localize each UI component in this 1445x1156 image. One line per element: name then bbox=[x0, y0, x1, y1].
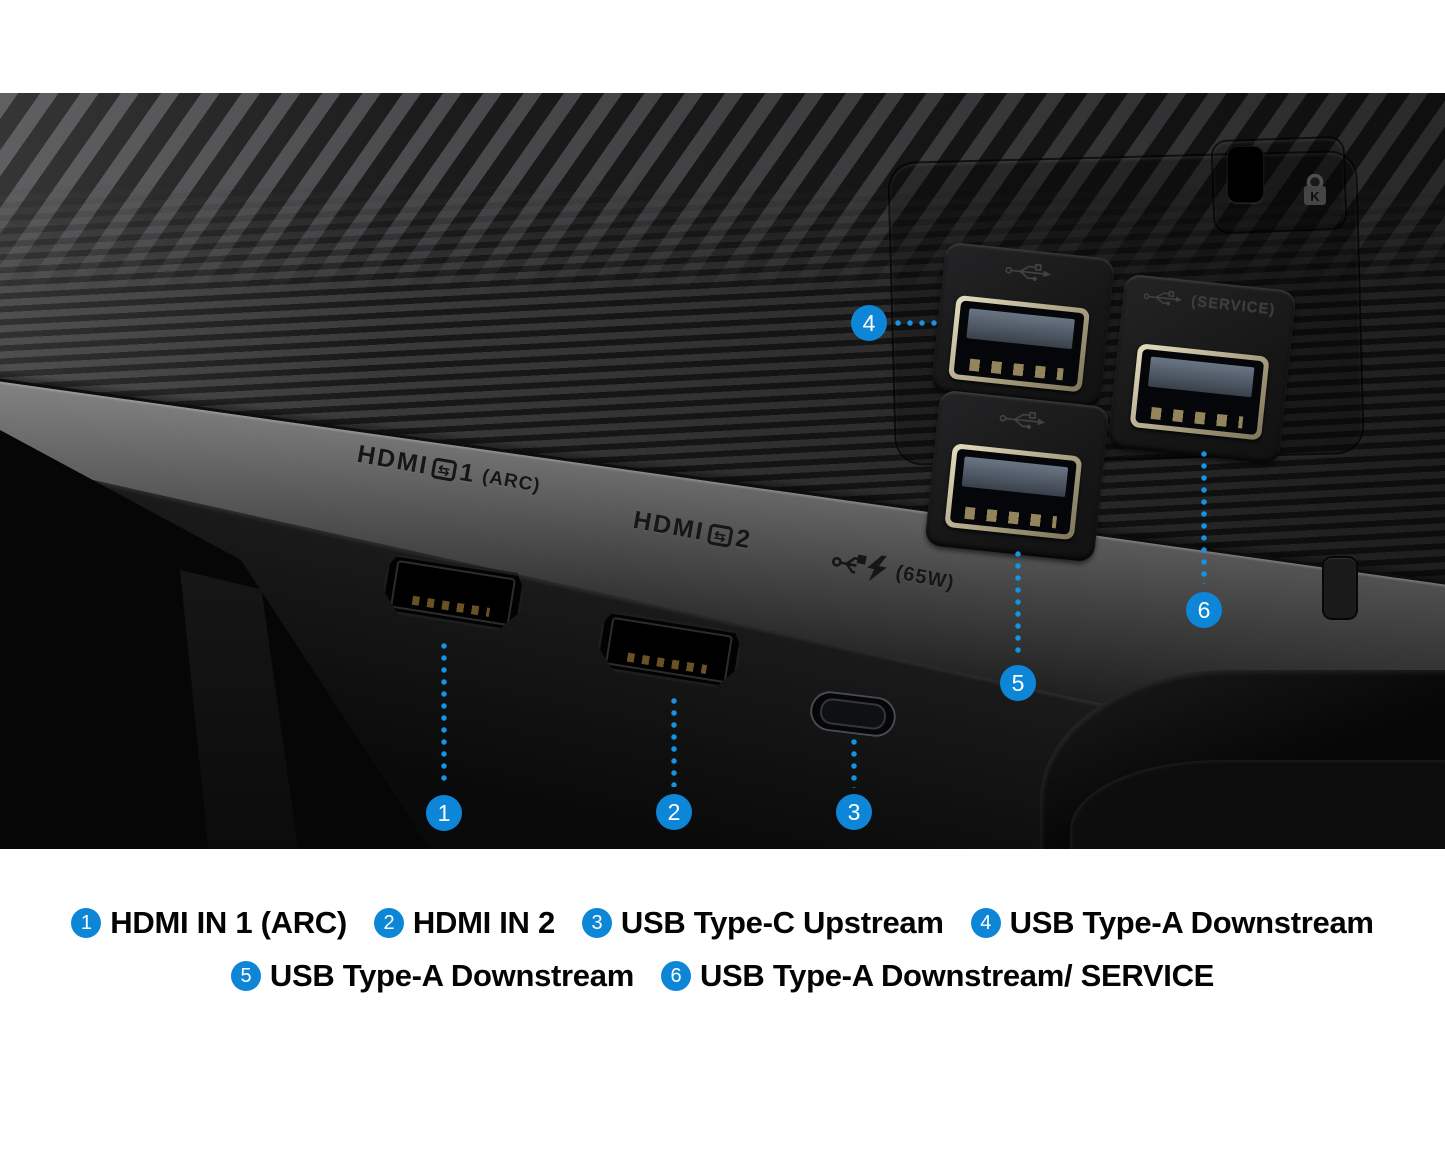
callout-line-1 bbox=[441, 640, 447, 786]
callout-line-5 bbox=[1015, 548, 1021, 658]
legend-label-1: HDMI IN 1 (ARC) bbox=[110, 905, 347, 940]
monitor-rear-photo: K (SERV bbox=[0, 0, 1445, 849]
hdmi-arc-icon: ⇆ bbox=[706, 523, 734, 548]
callout-6: 6 bbox=[1186, 592, 1222, 628]
kensington-slot-hole bbox=[1227, 146, 1264, 203]
cable-recess-inner-curve bbox=[1070, 760, 1445, 849]
usb-a-port-4-frame bbox=[930, 241, 1116, 409]
callout-5: 5 bbox=[1000, 665, 1036, 701]
callout-line-6 bbox=[1201, 448, 1207, 584]
legend-item-4: 4 USB Type-A Downstream bbox=[970, 905, 1374, 941]
legend-item-5: 5 USB Type-A Downstream bbox=[230, 958, 634, 994]
legend-item-6: 6 USB Type-A Downstream/ SERVICE bbox=[660, 958, 1215, 994]
legend-item-2: 2 HDMI IN 2 bbox=[373, 905, 555, 941]
usb-trident-icon bbox=[1143, 290, 1183, 306]
side-slot-groove bbox=[1322, 556, 1358, 620]
legend-item-3: 3 USB Type-C Upstream bbox=[581, 905, 944, 941]
usb-a-port-5-frame bbox=[924, 389, 1110, 563]
callout-line-2 bbox=[671, 695, 677, 787]
legend-label-5: USB Type-A Downstream bbox=[269, 958, 634, 993]
legend-label-6: USB Type-A Downstream/ SERVICE bbox=[699, 958, 1215, 993]
usb-a-port-5 bbox=[944, 443, 1083, 541]
service-label: (SERVICE) bbox=[1190, 292, 1277, 319]
legend-label-3: USB Type-C Upstream bbox=[620, 905, 944, 940]
callout-3: 3 bbox=[836, 794, 872, 830]
legend-label-4: USB Type-A Downstream bbox=[1009, 905, 1374, 940]
usb-trident-icon bbox=[999, 411, 1046, 429]
callout-line-3 bbox=[851, 736, 857, 788]
legend-badge-1: 1 bbox=[71, 908, 102, 938]
legend-item-1: 1 HDMI IN 1 (ARC) bbox=[71, 905, 347, 941]
legend-badge-3: 3 bbox=[581, 908, 612, 938]
legend-badge-4: 4 bbox=[970, 908, 1001, 938]
legend-badge-2: 2 bbox=[373, 908, 404, 938]
legend-row-1: 1 HDMI IN 1 (ARC) 2 HDMI IN 2 3 USB Type… bbox=[71, 905, 1374, 941]
port-legend: 1 HDMI IN 1 (ARC) 2 HDMI IN 2 3 USB Type… bbox=[0, 905, 1445, 994]
legend-row-2: 5 USB Type-A Downstream 6 USB Type-A Dow… bbox=[230, 958, 1215, 994]
legend-badge-5: 5 bbox=[230, 961, 261, 991]
callout-line-4 bbox=[892, 320, 938, 326]
callout-1: 1 bbox=[426, 795, 462, 831]
usb-a-port-6-frame: (SERVICE) bbox=[1107, 273, 1297, 465]
usb-power-65w-icon bbox=[831, 554, 887, 582]
usb-a-port-6 bbox=[1129, 343, 1270, 441]
callout-2: 2 bbox=[656, 794, 692, 830]
legend-badge-6: 6 bbox=[660, 961, 691, 991]
top-white-margin bbox=[0, 0, 1445, 93]
usb-power-engraved-label: (65W) bbox=[828, 545, 957, 598]
hdmi-arc-icon: ⇆ bbox=[430, 457, 458, 482]
usb-trident-icon bbox=[1005, 263, 1051, 281]
legend-label-2: HDMI IN 2 bbox=[412, 905, 555, 940]
usb-a-port-4 bbox=[948, 294, 1091, 393]
svg-text:K: K bbox=[1310, 189, 1320, 204]
callout-4: 4 bbox=[851, 305, 887, 341]
kensington-lock-icon: K bbox=[1300, 172, 1330, 212]
